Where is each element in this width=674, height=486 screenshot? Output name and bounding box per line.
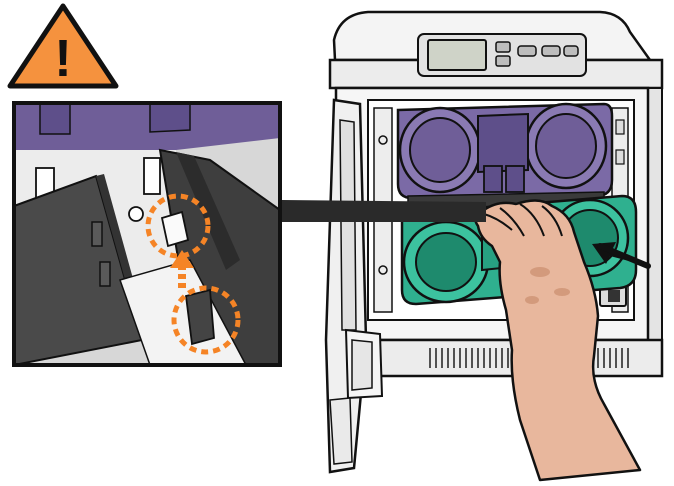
inset-detail-view [14, 103, 280, 365]
printer [326, 12, 662, 480]
panel-button [496, 42, 510, 52]
panel-button [564, 46, 578, 56]
warning-triangle-icon: ! [10, 6, 116, 88]
panel-button [496, 56, 510, 66]
purple-ribbon-cartridge [398, 104, 612, 198]
control-panel [418, 34, 586, 76]
warning-exclamation: ! [54, 30, 71, 88]
callout-connector [282, 200, 486, 222]
panel-button [518, 46, 536, 56]
panel-button [542, 46, 560, 56]
lcd-display [428, 40, 486, 70]
